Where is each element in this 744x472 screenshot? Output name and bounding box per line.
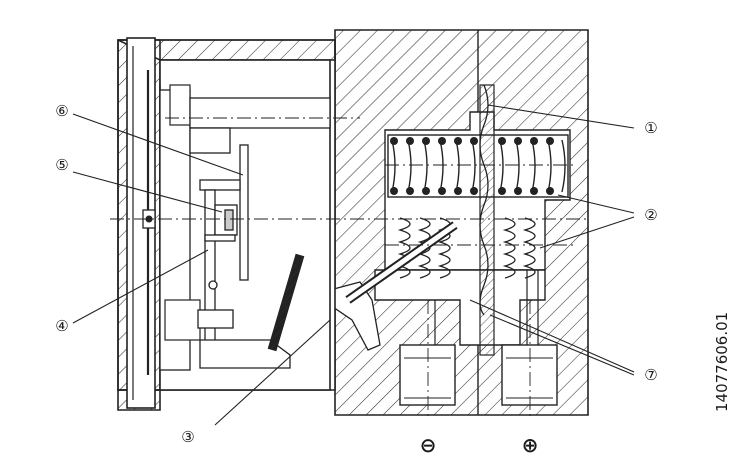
callouts: ① ② ③ ④ ⑤ ⑥ ⑦ <box>55 102 657 446</box>
callout-7: ⑦ <box>644 366 657 384</box>
top-shaft <box>189 97 331 154</box>
callout-4: ④ <box>55 317 68 335</box>
adjustment-spring <box>267 253 305 352</box>
callout-3: ③ <box>181 428 194 446</box>
callout-5: ⑤ <box>55 156 68 174</box>
pointer-icon <box>142 209 156 229</box>
figure-code: 14077606.01 <box>713 312 731 412</box>
leader-lines <box>72 104 635 426</box>
callout-1: ① <box>644 119 657 137</box>
callout-6: ⑥ <box>55 102 68 120</box>
diaphragm <box>479 84 495 356</box>
dial-face <box>146 70 201 375</box>
plus-port-label: ⊕ <box>522 433 539 457</box>
movement <box>197 144 291 369</box>
minus-port-label: ⊖ <box>420 433 437 457</box>
centerlines <box>110 117 588 420</box>
callout-2: ② <box>644 206 657 224</box>
pressure-chamber-body <box>334 29 589 416</box>
range-springs-upper <box>387 134 569 198</box>
